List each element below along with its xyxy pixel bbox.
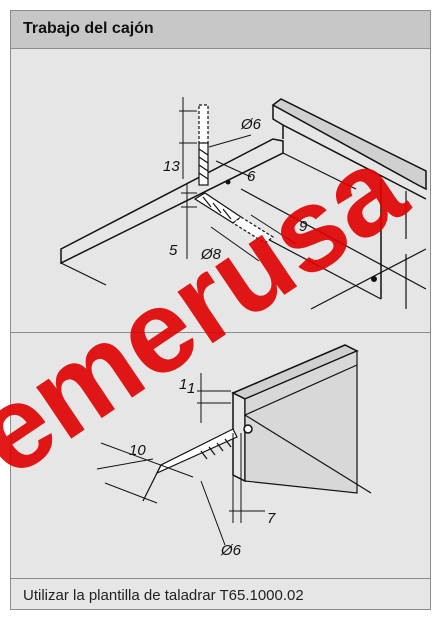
dim-1a: 1 — [179, 376, 187, 393]
dim-13: 13 — [163, 158, 180, 175]
dim-diameter-8: Ø8 — [200, 246, 222, 263]
dim-6: 6 — [247, 168, 256, 185]
card-header: Trabajo del cajón — [11, 11, 430, 49]
footer-note: Utilizar la plantilla de taladrar T65.10… — [23, 587, 304, 604]
dim-10: 10 — [129, 442, 146, 459]
dim-diameter-6: Ø6 — [240, 116, 262, 133]
dim-1b: 1 — [187, 380, 195, 397]
dim-diameter-6-bottom: Ø6 — [220, 542, 242, 559]
card-title: Trabajo del cajón — [23, 20, 154, 37]
drawer-side-drilling-diagram: Ø6 13 6 5 Ø8 9 — [60, 97, 427, 310]
dim-9: 9 — [299, 218, 308, 235]
dim-7: 7 — [267, 510, 276, 527]
diagram-panel-top: Ø6 13 6 5 Ø8 9 — [11, 49, 430, 333]
drawer-front-drilling-diagram: 1 1 10 7 Ø6 — [96, 344, 372, 559]
diagram-panel-bottom: 1 1 10 7 Ø6 — [11, 333, 430, 579]
card-footer: Utilizar la plantilla de taladrar T65.10… — [11, 579, 430, 610]
card: Trabajo del cajón — [10, 10, 431, 610]
dim-5: 5 — [169, 242, 178, 259]
